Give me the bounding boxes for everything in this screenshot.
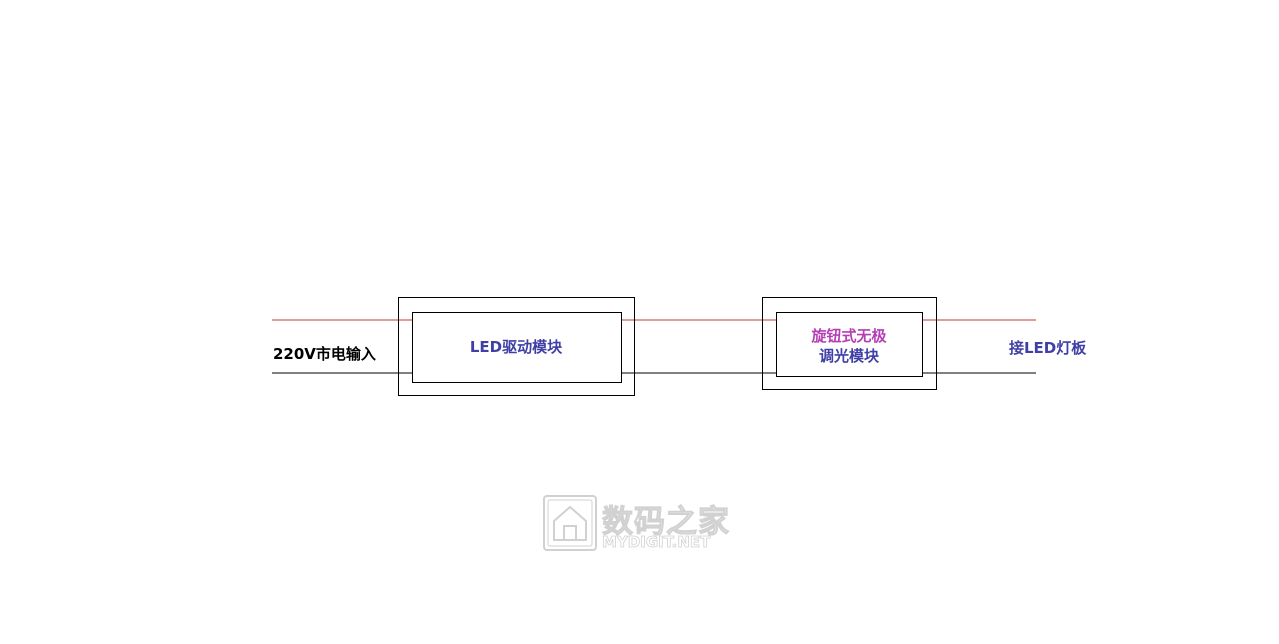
watermark-text-en: MYDIGIT.NET <box>602 533 711 552</box>
output-label: 接LED灯板 <box>1009 339 1087 357</box>
dimmer-module-label-line1: 旋钮式无极 <box>811 327 887 345</box>
input-label: 220V市电输入 <box>273 345 376 363</box>
dimmer-module-inner-box <box>776 312 923 377</box>
watermark: 数码之家 MYDIGIT.NET <box>542 494 742 554</box>
driver-module-inner-box <box>412 312 622 383</box>
dimmer-module-outer-box <box>762 297 937 390</box>
dimmer-module-label-line2: 调光模块 <box>818 347 879 365</box>
house-logo-icon <box>543 495 597 551</box>
driver-module-outer-box <box>398 297 635 396</box>
driver-module-label: LED驱动模块 <box>469 338 563 356</box>
watermark-text-cn: 数码之家 <box>602 504 730 541</box>
dimmer-module-label: 旋钮式无极 调光模块 <box>776 326 922 366</box>
